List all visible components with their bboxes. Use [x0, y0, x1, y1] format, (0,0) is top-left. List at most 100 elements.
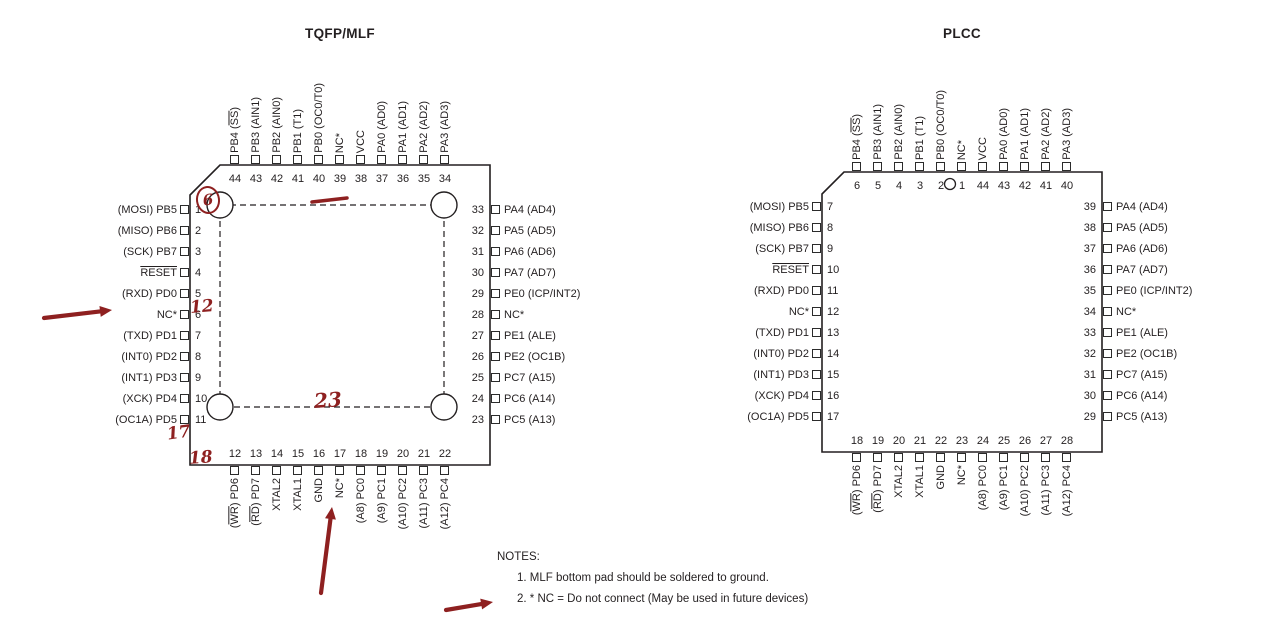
- pin-number: 6: [853, 180, 861, 192]
- pin-number: 10: [827, 264, 840, 276]
- pin-number: 6: [195, 309, 202, 321]
- pin-box: [812, 223, 821, 232]
- pin-label: PC6 (A14): [504, 393, 556, 405]
- pin-number: 28: [1060, 435, 1074, 447]
- pin-label: (INT0) PD2: [121, 351, 177, 363]
- pin-label: (MOSI) PB5: [749, 201, 809, 213]
- pin-number: 24: [471, 393, 484, 405]
- pin-label: PE0 (ICP/INT2): [1116, 285, 1193, 297]
- pin-number: 4: [195, 267, 202, 279]
- pin-box: [812, 202, 821, 211]
- pin-box: [491, 268, 500, 277]
- pin-label: PA7 (AD7): [1116, 264, 1168, 276]
- pin-label: PA5 (AD5): [1116, 222, 1168, 234]
- pin-label: (MOSI) PB5: [117, 204, 177, 216]
- pin-box: [335, 155, 344, 164]
- pin-label: (TXD) PD1: [755, 327, 809, 339]
- pin-box: [957, 162, 966, 171]
- pin-label: (XCK) PD4: [122, 393, 177, 405]
- pin-label: PE1 (ALE): [1116, 327, 1168, 339]
- pin-number: 38: [354, 173, 368, 185]
- pin-label: NC*: [1116, 306, 1137, 318]
- plcc-chip-body: [821, 171, 1103, 453]
- pin-number: 43: [249, 173, 263, 185]
- pin-label: XTAL1: [292, 478, 304, 511]
- pin-box: [293, 466, 302, 475]
- pin-box: [377, 155, 386, 164]
- pin-label: PB1 (T1): [292, 108, 304, 153]
- pin-number: 38: [1083, 222, 1096, 234]
- pin-label: (RD) PD7: [872, 465, 884, 513]
- pin-box: [812, 412, 821, 421]
- pin-label: VCC: [977, 136, 989, 160]
- pin-label: PA3 (AD3): [1061, 108, 1073, 160]
- pin-number: 17: [333, 448, 347, 460]
- pin-box: [419, 155, 428, 164]
- pin-box: [812, 391, 821, 400]
- pin-number: 15: [291, 448, 305, 460]
- pin-number: 30: [471, 267, 484, 279]
- pin-box: [335, 466, 344, 475]
- pin-number: 23: [955, 435, 969, 447]
- pin-label: (INT1) PD3: [753, 369, 809, 381]
- pin-box: [1020, 162, 1029, 171]
- pin-box: [491, 352, 500, 361]
- pin-box: [251, 155, 260, 164]
- pin-number: 39: [333, 173, 347, 185]
- pin-box: [1103, 370, 1112, 379]
- pin-number: 13: [249, 448, 263, 460]
- pin-label: PA5 (AD5): [504, 225, 556, 237]
- pin-number: 37: [1083, 243, 1096, 255]
- pin-box: [180, 310, 189, 319]
- pin-label: PE1 (ALE): [504, 330, 556, 342]
- pin-number: 39: [1083, 201, 1096, 213]
- pin-label: PA2 (AD2): [1040, 108, 1052, 160]
- pin-label: (A8) PC0: [977, 465, 989, 511]
- pin-number: 31: [1083, 369, 1096, 381]
- pin-label: (MISO) PB6: [749, 222, 809, 234]
- pin-label: PE2 (OC1B): [504, 351, 566, 363]
- pin-number: 20: [396, 448, 410, 460]
- pin-number: 9: [827, 243, 834, 255]
- pin-label: XTAL2: [893, 465, 905, 498]
- pin-label: NC*: [956, 139, 968, 160]
- pin-number: 26: [1018, 435, 1032, 447]
- tqfp-outline: [189, 164, 491, 466]
- pin-box: [915, 453, 924, 462]
- plcc-package-title: PLCC: [943, 26, 981, 41]
- pin-number: 40: [312, 173, 326, 185]
- pin-box: [978, 162, 987, 171]
- pin-label: PC7 (A15): [1116, 369, 1168, 381]
- pin-label: PA6 (AD6): [504, 246, 556, 258]
- pin-label: PA3 (AD3): [439, 101, 451, 153]
- pin-label: PB3 (AIN1): [872, 104, 884, 160]
- pin-number: 33: [471, 204, 484, 216]
- pin-box: [812, 307, 821, 316]
- pin-number: 19: [871, 435, 885, 447]
- pin-label: PB4 (SS): [229, 107, 241, 153]
- pin-box: [491, 331, 500, 340]
- pin-label: NC*: [788, 306, 809, 318]
- pin-box: [873, 453, 882, 462]
- notes-heading: NOTES:: [497, 551, 540, 563]
- pin-label: (MISO) PB6: [117, 225, 177, 237]
- pin-number: 33: [1083, 327, 1096, 339]
- pin-number: 27: [1039, 435, 1053, 447]
- pin-number: 7: [827, 201, 834, 213]
- pin-number: 12: [228, 448, 242, 460]
- pin-number: 35: [417, 173, 431, 185]
- pin-box: [180, 394, 189, 403]
- pin-label: (RXD) PD0: [121, 288, 177, 300]
- pin-number: 40: [1060, 180, 1074, 192]
- pin-label: PA2 (AD2): [418, 101, 430, 153]
- pin-box: [491, 373, 500, 382]
- pin-number: 42: [270, 173, 284, 185]
- pin-label: (OC1A) PD5: [747, 411, 809, 423]
- pin-number: 25: [997, 435, 1011, 447]
- pin-box: [491, 415, 500, 424]
- pin-number: 18: [354, 448, 368, 460]
- pin-box: [377, 466, 386, 475]
- pin-label: (A8) PC0: [355, 478, 367, 524]
- pin-box: [1103, 202, 1112, 211]
- pin-box: [1103, 412, 1112, 421]
